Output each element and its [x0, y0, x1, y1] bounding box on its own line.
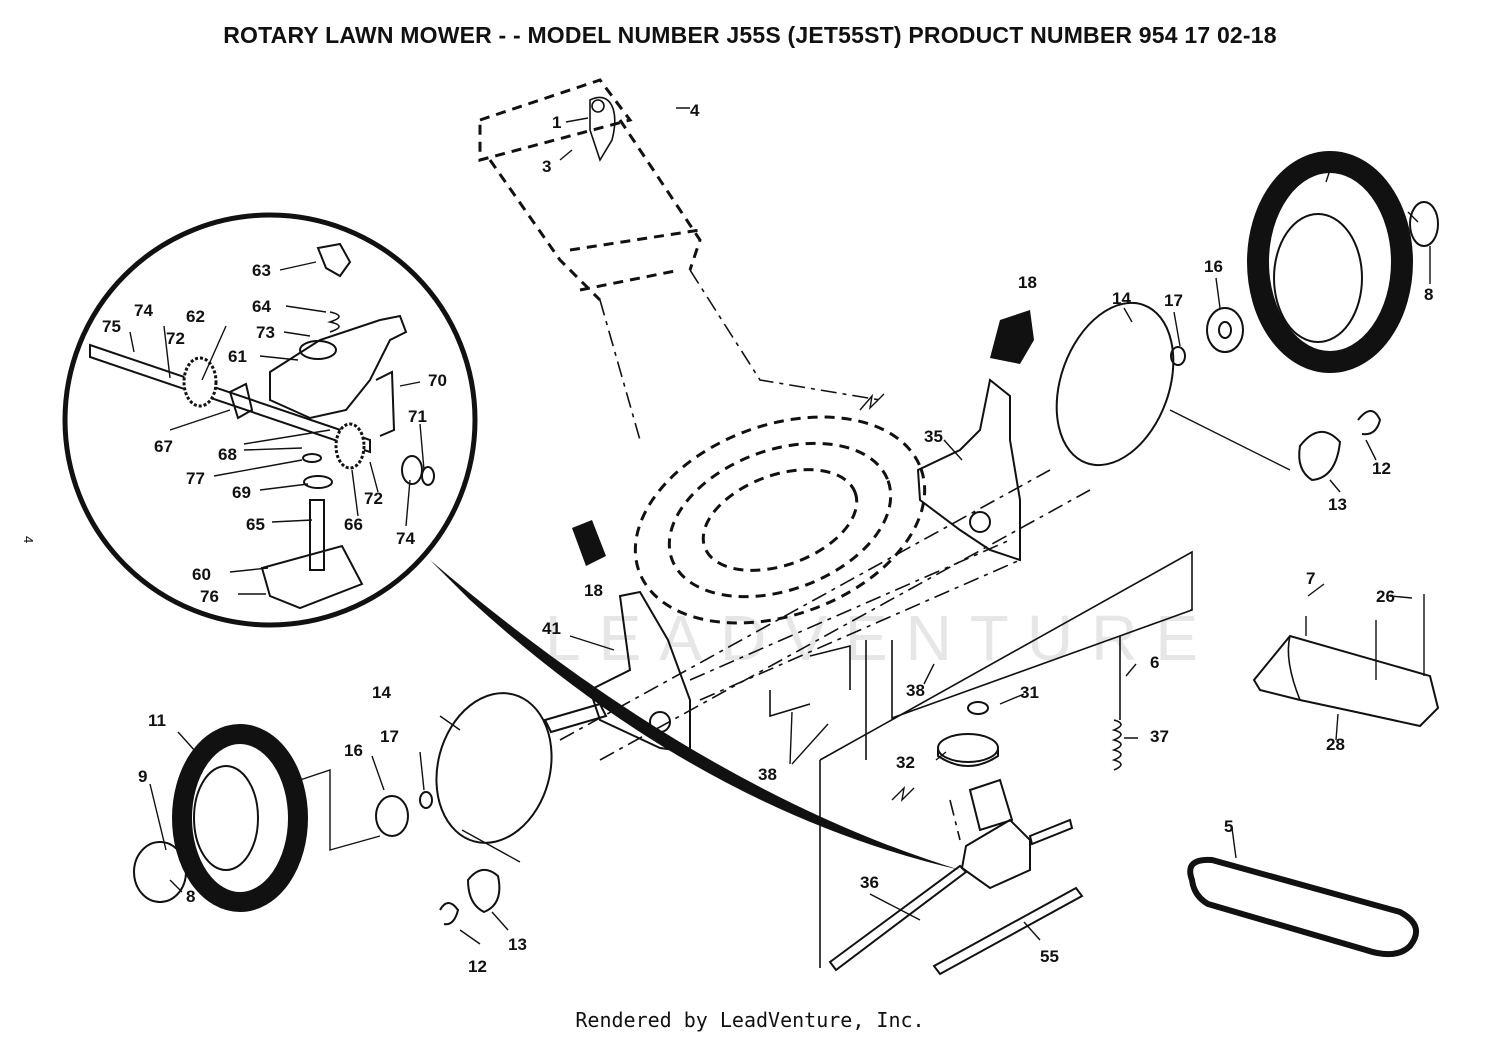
callout-71: 71 — [408, 407, 427, 426]
belt-5 — [1187, 856, 1420, 958]
callout-74-bottom: 74 — [396, 529, 415, 548]
handle-assembly — [478, 78, 885, 441]
callout-14-right: 14 — [1112, 289, 1131, 308]
callout-18-left: 18 — [584, 581, 603, 600]
callout-41: 41 — [542, 619, 561, 638]
leader-lines — [129, 107, 1431, 945]
right-wheel-assembly — [1055, 151, 1439, 482]
callout-13-right: 13 — [1328, 495, 1347, 514]
callout-37: 37 — [1150, 727, 1169, 746]
callout-31: 31 — [1020, 683, 1039, 702]
callout-73: 73 — [256, 323, 275, 342]
callout-5: 5 — [1224, 817, 1233, 836]
callout-55: 55 — [1040, 947, 1059, 966]
callout-77: 77 — [186, 469, 205, 488]
callout-6: 6 — [1150, 653, 1159, 672]
detail-circle — [62, 212, 960, 870]
callout-70: 70 — [428, 371, 447, 390]
callout-63: 63 — [252, 261, 271, 280]
callout-8-right: 8 — [1424, 285, 1433, 304]
diagram-title: ROTARY LAWN MOWER - - MODEL NUMBER J55S … — [223, 22, 1277, 48]
rear-brackets — [543, 378, 1091, 761]
callout-38-right: 38 — [906, 681, 925, 700]
callout-8-left: 8 — [186, 887, 195, 906]
callout-74-top: 74 — [134, 301, 153, 320]
callout-12-left: 12 — [468, 957, 487, 976]
callout-66: 66 — [344, 515, 363, 534]
callout-17-right: 17 — [1164, 291, 1183, 310]
callout-3: 3 — [542, 157, 551, 176]
callout-9-left: 9 — [138, 767, 147, 786]
callout-1: 1 — [552, 113, 561, 132]
transmission-assembly — [828, 636, 1122, 976]
callout-14-left: 14 — [372, 683, 391, 702]
callout-17-left: 17 — [380, 727, 399, 746]
callout-68: 68 — [218, 445, 237, 464]
callout-4: 4 — [690, 101, 700, 120]
part-18-left — [572, 520, 606, 566]
rear-deflector — [1252, 594, 1440, 728]
callout-16-left: 16 — [344, 741, 363, 760]
part-18-right — [990, 310, 1034, 364]
callout-72-bottom: 72 — [364, 489, 383, 508]
callout-11-right: 11 — [1326, 149, 1344, 168]
callout-36: 36 — [860, 873, 879, 892]
callout-32: 32 — [896, 753, 915, 772]
callout-38-left: 38 — [758, 765, 777, 784]
callout-labels: 1 3 4 11 9 8 16 17 14 18 35 12 13 18 41 … — [102, 101, 1433, 976]
callout-16-right: 16 — [1204, 257, 1223, 276]
callout-62: 62 — [186, 307, 205, 326]
callout-9-right: 9 — [1390, 201, 1399, 220]
callout-13-left: 13 — [508, 935, 527, 954]
callout-28: 28 — [1326, 735, 1345, 754]
callout-35: 35 — [924, 427, 943, 446]
footer-credit: Rendered by LeadVenture, Inc. — [575, 1008, 925, 1032]
callout-60: 60 — [192, 565, 211, 584]
callout-64: 64 — [252, 297, 271, 316]
callout-75: 75 — [102, 317, 121, 336]
callout-76: 76 — [200, 587, 219, 606]
callout-11-left: 11 — [148, 711, 166, 730]
callout-7: 7 — [1306, 569, 1315, 588]
callout-69: 69 — [232, 483, 251, 502]
callout-18-right: 18 — [1018, 273, 1037, 292]
callout-26: 26 — [1376, 587, 1395, 606]
callout-65: 65 — [246, 515, 265, 534]
callout-72-top: 72 — [166, 329, 185, 348]
callout-67: 67 — [154, 437, 173, 456]
callout-12-right: 12 — [1372, 459, 1391, 478]
callout-61: 61 — [228, 347, 247, 366]
left-wheel-assembly — [133, 692, 553, 926]
drive-box — [769, 550, 1193, 968]
